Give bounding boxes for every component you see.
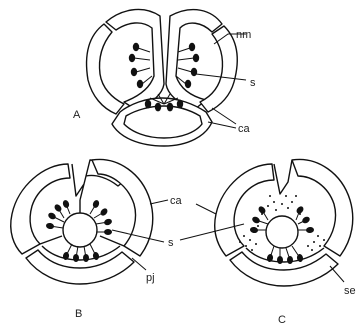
label-ca-b: ca — [170, 195, 183, 207]
carpel-c-top-notch — [274, 160, 292, 194]
ovules-a-top-left — [129, 43, 152, 88]
leader-ca-c — [196, 204, 216, 214]
leader-ca-b — [150, 200, 168, 204]
label-fig-b: B — [75, 308, 82, 320]
carpel-c-bottom — [230, 252, 338, 286]
carpel-a-right — [200, 26, 237, 112]
carpel-b-bottom-inner — [42, 246, 120, 260]
central-column-c — [266, 216, 298, 248]
leader-ca-a — [208, 108, 236, 128]
carpel-a-top-left — [106, 9, 164, 110]
label-fig-a: A — [73, 109, 81, 121]
label-ca-a: ca — [238, 123, 251, 135]
figure-c: se C — [180, 159, 356, 326]
septum-b-right — [100, 236, 124, 246]
label-se: se — [344, 285, 356, 297]
leader-se — [330, 266, 344, 282]
figure-a: nm s ca A — [73, 9, 256, 146]
carpel-b-bottom — [26, 250, 134, 284]
label-fig-c: C — [278, 314, 286, 326]
carpel-b-top-right — [92, 159, 153, 256]
label-s-a: s — [250, 77, 256, 89]
label-s-b: s — [168, 237, 174, 249]
septum-b-left — [40, 236, 62, 244]
carpel-a-left — [87, 24, 124, 114]
ovules-a-top-right — [176, 43, 199, 88]
label-nm: nm — [236, 29, 251, 41]
figure-b: ca s pj B — [11, 159, 183, 320]
central-column-b — [63, 213, 97, 247]
leader-pj — [132, 258, 146, 270]
label-pj: pj — [146, 272, 155, 284]
